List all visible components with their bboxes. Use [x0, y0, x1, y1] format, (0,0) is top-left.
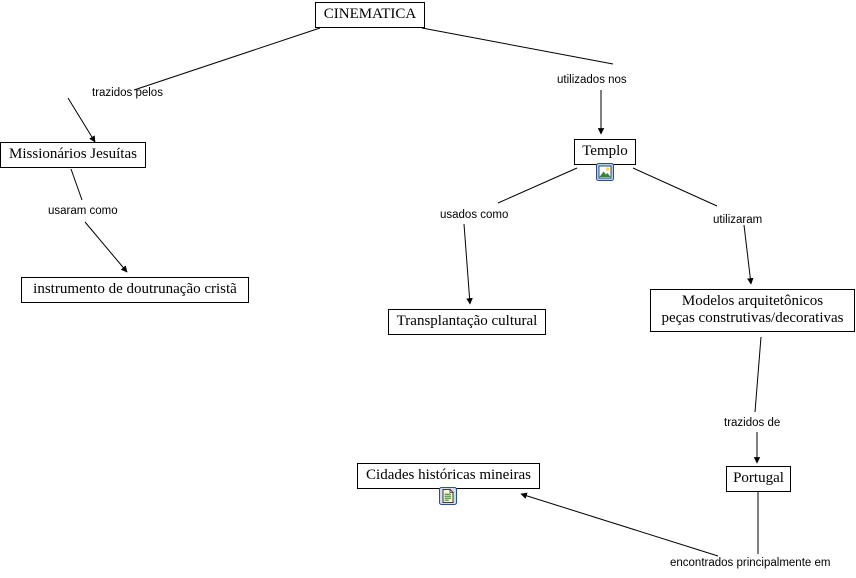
node-cinematica-label: CINEMATICA: [323, 6, 417, 22]
edge-trazidos-pelos-missionarios: [67, 97, 96, 143]
node-modelos-arquitetonicos-label-2: peças construtivas/decorativas: [661, 310, 844, 326]
edge-templo-utilizaram: [632, 167, 718, 207]
link-label-trazidos-de[interactable]: trazidos de: [724, 417, 780, 430]
document-icon[interactable]: [439, 487, 457, 505]
node-instrumento-doutrinacao-label: instrumento de doutrunação cristã: [33, 281, 237, 297]
link-label-utilizaram[interactable]: utilizaram: [713, 214, 762, 227]
node-cidades-historicas-mineiras[interactable]: Cidades históricas mineiras: [357, 463, 540, 489]
node-transplantacao-cultural-label: Transplantação cultural: [396, 313, 538, 329]
node-instrumento-doutrinacao[interactable]: instrumento de doutrunação cristã: [21, 277, 249, 303]
link-label-encontrados-principalmente-em-text: encontrados principalmente em: [670, 557, 831, 569]
edge-missionarios-usaram-como: [70, 168, 83, 201]
edge-utilizaram-modelos: [743, 224, 754, 285]
node-templo-label: Templo: [582, 143, 628, 159]
link-label-trazidos-pelos[interactable]: trazidos pelos: [92, 87, 163, 100]
edge-cinematica-trazidos-pelos: [133, 27, 321, 91]
node-cidades-historicas-mineiras-label: Cidades históricas mineiras: [366, 467, 531, 483]
node-portugal[interactable]: Portugal: [726, 466, 791, 492]
image-icon[interactable]: [596, 163, 614, 181]
link-label-encontrados-principalmente-em[interactable]: encontrados principalmente em: [670, 557, 830, 570]
node-missionarios-jesuitas-label: Missionários Jesuítas: [9, 146, 137, 162]
edge-cinematica-utilizados-nos: [421, 27, 614, 65]
node-modelos-arquitetonicos-label: Modelos arquitetônicos: [681, 293, 824, 309]
link-label-trazidos-de-text: trazidos de: [724, 417, 781, 429]
link-label-usados-como-text: usados como: [440, 209, 509, 221]
edge-usaram-como-instrumento: [84, 221, 128, 273]
link-label-usados-como[interactable]: usados como: [440, 209, 508, 222]
link-label-utilizados-nos-text: utilizados nos: [557, 74, 627, 86]
node-transplantacao-cultural[interactable]: Transplantação cultural: [388, 309, 546, 335]
edge-modelos-trazidos-de: [754, 336, 762, 413]
link-label-usaram-como[interactable]: usaram como: [48, 205, 118, 218]
node-templo[interactable]: Templo: [574, 139, 636, 165]
node-missionarios-jesuitas[interactable]: Missionários Jesuítas: [0, 142, 146, 168]
link-label-utilizados-nos[interactable]: utilizados nos: [557, 74, 627, 87]
node-modelos-arquitetonicos[interactable]: Modelos arquitetônicos peças construtiva…: [650, 289, 855, 332]
edge-encontrados-cidades: [520, 492, 719, 557]
link-label-utilizaram-text: utilizaram: [713, 214, 763, 226]
edge-templo-usados-como: [497, 167, 578, 204]
edge-usados-como-transplantacao: [463, 223, 473, 305]
link-label-trazidos-pelos-text: trazidos pelos: [92, 87, 163, 99]
link-label-usaram-como-text: usaram como: [48, 205, 118, 217]
node-portugal-label: Portugal: [733, 470, 784, 486]
node-cinematica[interactable]: CINEMATICA: [315, 2, 425, 28]
